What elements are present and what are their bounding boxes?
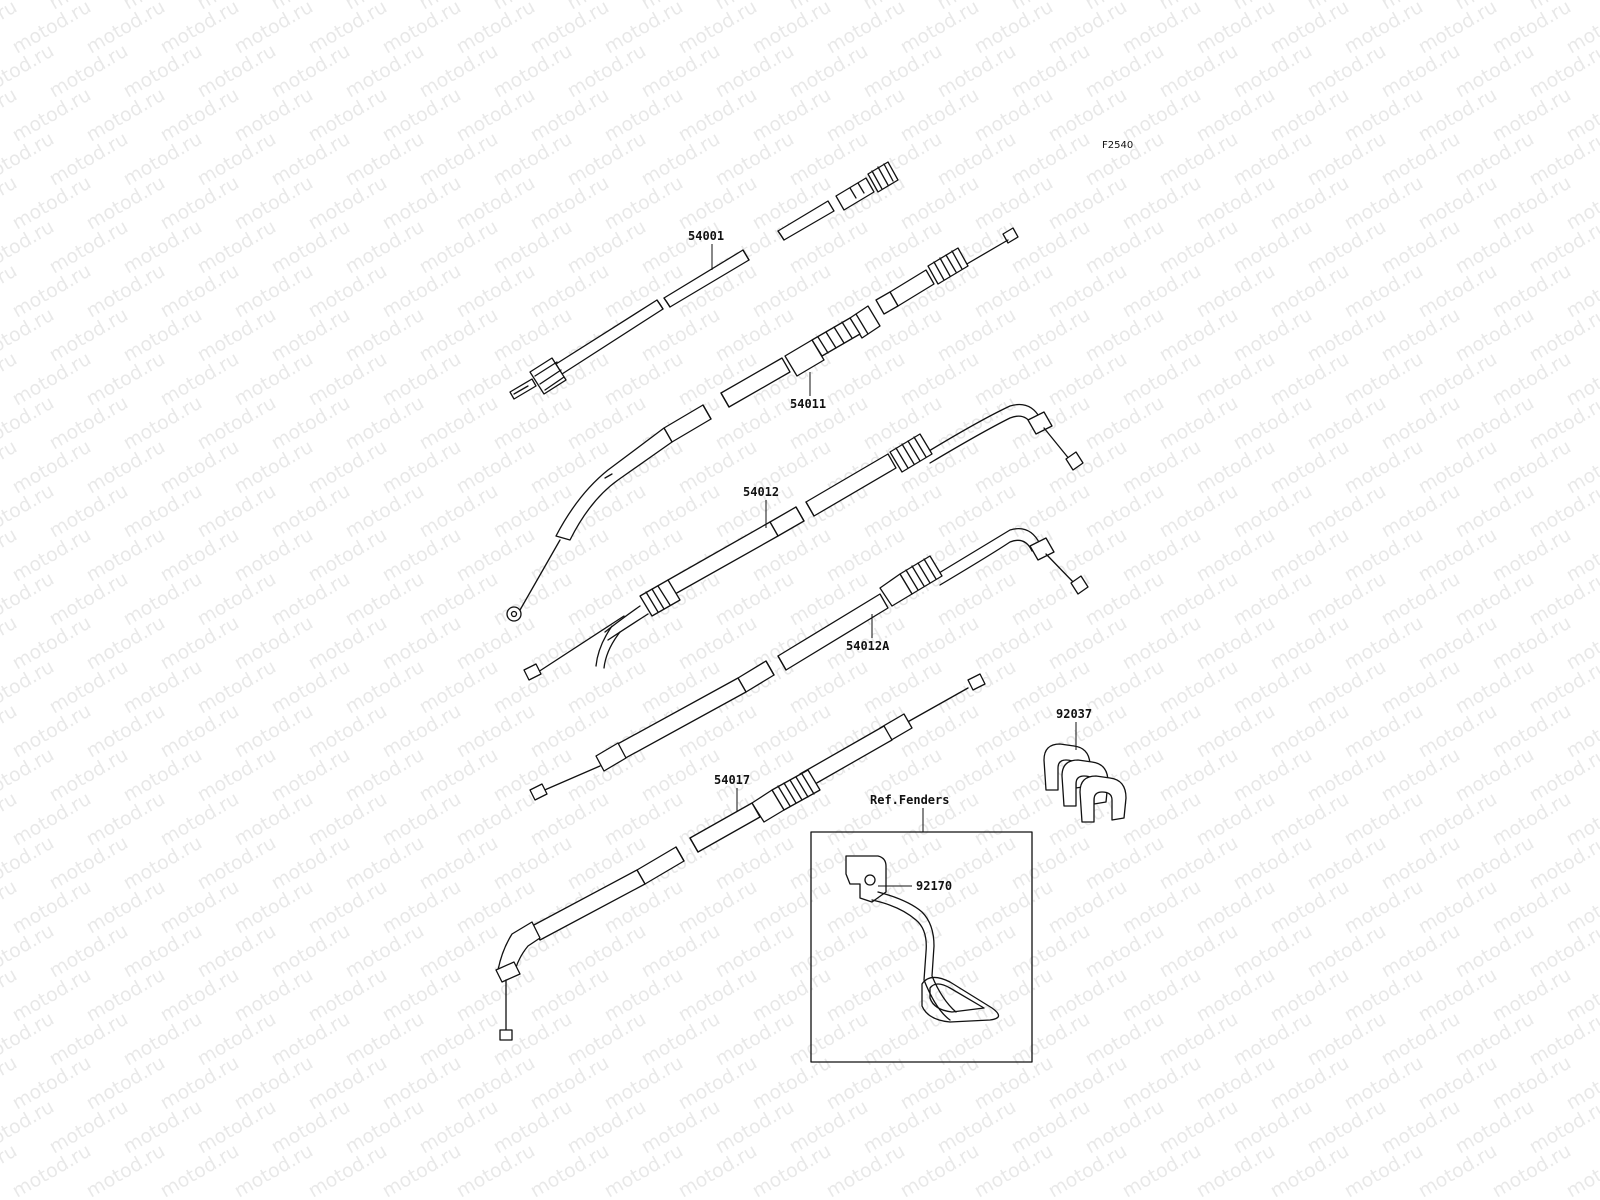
cable-54012A[interactable] — [529, 527, 1089, 801]
clamp-92037[interactable] — [1043, 743, 1127, 823]
callout-54011[interactable]: 54011 — [790, 397, 826, 411]
cable-54012[interactable] — [523, 403, 1084, 681]
cable-54011[interactable] — [506, 227, 1019, 622]
callout-54001[interactable]: 54001 — [688, 229, 724, 243]
callout-92170[interactable]: 92170 — [916, 879, 952, 893]
bracket-92170[interactable] — [845, 855, 1000, 1023]
diagram-code: F2540 — [1102, 140, 1133, 151]
callout-92037[interactable]: 92037 — [1056, 707, 1092, 721]
callout-54012A[interactable]: 54012A — [846, 639, 890, 653]
leader-lines — [711, 244, 1077, 887]
callout-54017[interactable]: 54017 — [714, 773, 750, 787]
ref-fenders-label: Ref.Fenders — [870, 793, 949, 807]
cable-54001[interactable] — [509, 161, 899, 400]
callout-54012[interactable]: 54012 — [743, 485, 779, 499]
cable-54017[interactable] — [495, 673, 986, 1041]
ref-fenders-box — [810, 808, 1033, 1063]
